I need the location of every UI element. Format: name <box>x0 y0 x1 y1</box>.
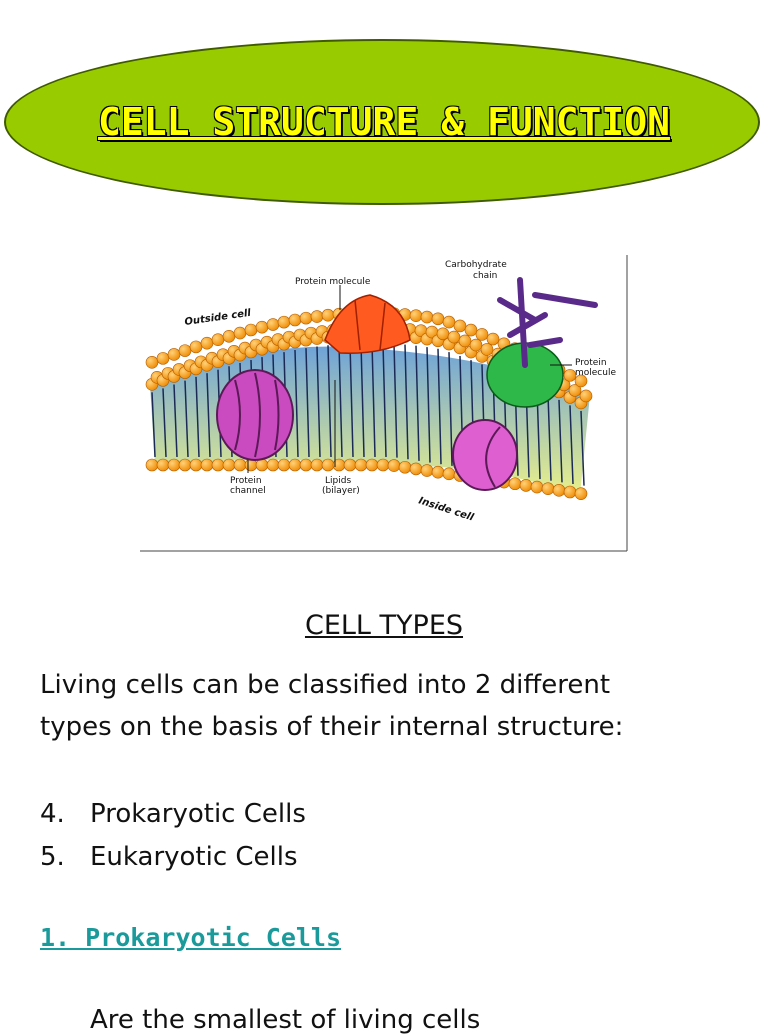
list-item-number: 5. <box>40 842 65 872</box>
prokaryotic-subheading: 1. Prokaryotic Cells <box>40 923 342 952</box>
inside-cell-label: Inside cell <box>417 495 475 523</box>
partial-text-line: Are the smallest of living cells <box>90 1005 481 1035</box>
protein-molecule-right-label-1: Protein <box>575 358 607 368</box>
membrane-illustration: Outside cell Protein molecule Carbohydra… <box>140 255 628 552</box>
cell-membrane-diagram: Outside cell Protein molecule Carbohydra… <box>140 255 630 553</box>
list-item: 5. Eukaryotic Cells <box>40 836 306 879</box>
title-banner <box>4 39 760 205</box>
protein-channel-label-2: channel <box>230 486 266 496</box>
page-title: CELL STRUCTURE & FUNCTION <box>98 100 670 144</box>
list-item-label: Eukaryotic Cells <box>90 842 298 872</box>
carbohydrate-label-2: chain <box>473 271 497 281</box>
intro-line-2: types on the basis of their internal str… <box>40 712 624 742</box>
lipids-label-2: (bilayer) <box>322 486 360 496</box>
carbohydrate-label-1: Carbohydrate <box>445 260 507 270</box>
list-item-number: 4. <box>40 799 65 829</box>
lipids-label-1: Lipids <box>325 476 351 486</box>
intro-line-1: Living cells can be classified into 2 di… <box>40 670 611 700</box>
intro-paragraph: Living cells can be classified into 2 di… <box>40 664 740 748</box>
list-item: 4. Prokaryotic Cells <box>40 793 306 836</box>
protein-channel-label-1: Protein <box>230 476 262 486</box>
list-item-label: Prokaryotic Cells <box>90 799 306 829</box>
outside-cell-label: Outside cell <box>184 308 252 328</box>
cell-types-list: 4. Prokaryotic Cells 5. Eukaryotic Cells <box>40 793 306 879</box>
section-heading: CELL TYPES <box>304 610 464 641</box>
protein-molecule-right-label-2: molecule <box>575 368 616 378</box>
protein-molecule-top-label: Protein molecule <box>295 277 371 287</box>
